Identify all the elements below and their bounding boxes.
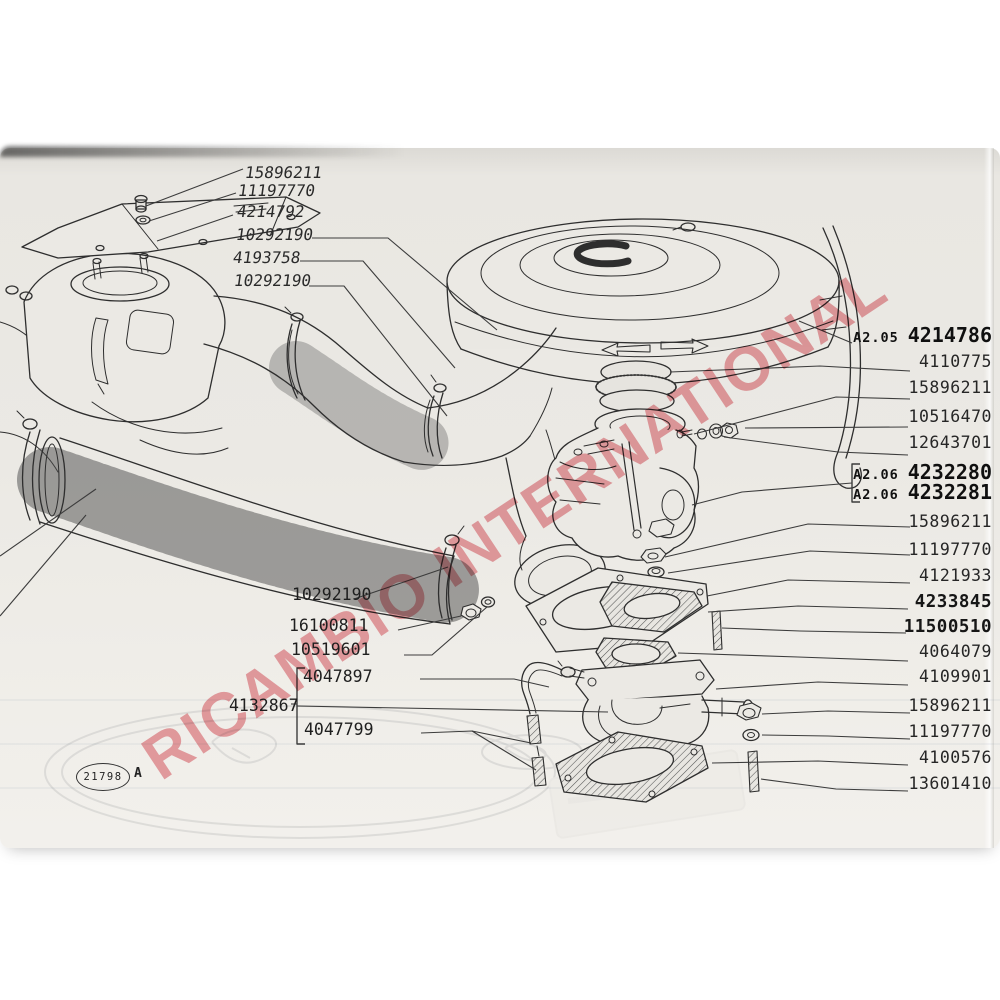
part-number-label: 11197770 [236, 181, 317, 200]
assembly-group-number: 4132867 [229, 696, 299, 715]
callout-row: 4064079 [919, 642, 992, 661]
callout-row: 4121933 [919, 566, 992, 585]
callout-row: 15896211 [909, 378, 992, 397]
section-ref: A2.06 [853, 467, 899, 483]
part-number-label: 4214792 [235, 202, 306, 221]
part-number-label: 4121933 [918, 566, 992, 585]
air-cleaner-clamp-strap [819, 225, 862, 489]
callout-row: 4110775 [919, 352, 992, 371]
callout-row: 15896211 [909, 696, 992, 715]
fuel-pipe [521, 661, 563, 787]
part-number-label: 4109901 [918, 667, 992, 686]
carburettor [547, 408, 700, 561]
ruled-line-showthrough [0, 699, 1000, 789]
callout-row: 11500510 [904, 617, 992, 637]
part-number-label: 10292190 [292, 585, 372, 604]
part-number-label: 10516470 [908, 407, 992, 426]
callout-row: 11197770 [909, 540, 992, 559]
part-number-label: 4232280 [907, 460, 992, 484]
callout-row: 4233845 [915, 592, 992, 612]
callout-row: 13601410 [909, 774, 992, 793]
smooth-hose-clamps [284, 306, 447, 459]
carb-rubber-sleeve [595, 360, 677, 413]
part-number-label: 4233845 [914, 592, 992, 612]
part-number-label: 15896211 [908, 378, 992, 397]
stamp-suffix: A [134, 766, 142, 781]
pump-base-gasket [555, 731, 709, 803]
part-number-label: 4047799 [304, 720, 374, 739]
callout-row: 4109901 [919, 667, 992, 686]
carb-flange-gasket-upper [599, 581, 703, 633]
stud-nut-washer-below-carb [640, 547, 667, 578]
part-number-label: 11500510 [903, 617, 992, 637]
corrugated-flex-hose [17, 436, 481, 625]
callout-row: A2.06 4232281 [853, 480, 992, 504]
air-flow-direction-arrows [601, 338, 709, 357]
part-number-label: 4214786 [907, 323, 992, 347]
part-number-label: 13601410 [908, 774, 992, 793]
carb-mounting-hardware [676, 422, 739, 440]
part-number-label: 4232281 [907, 480, 992, 504]
part-number-label: 15896211 [908, 696, 992, 715]
part-number-label: 4100576 [918, 748, 992, 767]
support-bracket-plate [21, 196, 321, 259]
part-number-label: 4047897 [303, 667, 373, 686]
callout-row: 4100576 [919, 748, 992, 767]
smooth-intake-hose [203, 295, 451, 471]
part-number-label: 12643701 [908, 433, 992, 452]
drawing-number-stamp: 21798 [76, 763, 130, 791]
part-number-label: 4110775 [918, 352, 992, 371]
part-number-label: 4064079 [918, 642, 992, 661]
callout-row: 10516470 [909, 407, 992, 426]
callout-row: 11197770 [909, 722, 992, 741]
bracket-bolt-and-washer [134, 194, 151, 225]
part-number-label: 4193758 [231, 248, 302, 267]
part-number-label: 15896211 [243, 163, 324, 182]
part-number-label: 16100811 [289, 616, 369, 635]
callout-row: 15896211 [909, 512, 992, 531]
section-ref: A2.05 [853, 330, 899, 346]
flex-hose-clamps [16, 410, 465, 621]
part-number-label: 10292190 [232, 271, 313, 290]
section-ref: A2.06 [853, 487, 899, 503]
part-number-label: 10519601 [291, 640, 371, 659]
callout-row: A2.05 4214786 [853, 323, 992, 347]
part-number-label: 15896211 [908, 512, 992, 531]
stamp-number: 21798 [83, 771, 123, 783]
callout-row: 12643701 [909, 433, 992, 452]
part-number-label: 11197770 [908, 722, 992, 741]
part-number-label: 10292190 [234, 225, 315, 244]
part-number-label: 11197770 [908, 540, 992, 559]
fuel-pump [557, 659, 754, 747]
callout-row: A2.06 4232280 [853, 460, 992, 484]
pump-studs-nut-washer [711, 610, 762, 793]
callout-leader-lines [0, 168, 911, 792]
intake-silencer-assembly [0, 252, 229, 473]
